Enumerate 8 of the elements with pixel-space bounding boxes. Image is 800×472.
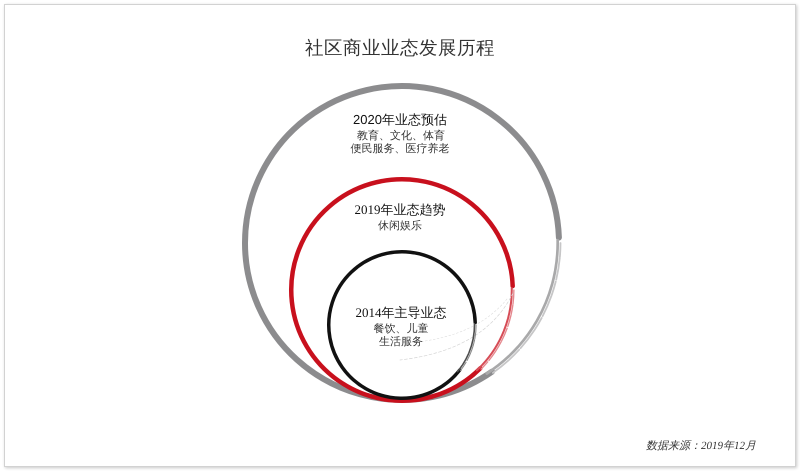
year-heading: 2020年业态预估 — [353, 112, 447, 128]
category-list: 教育、文化、体育便民服务、医疗养老 — [350, 130, 450, 156]
source-note: 数据来源：2019年12月 — [646, 438, 756, 452]
year-heading: 2014年主导业态 — [356, 305, 446, 321]
year-heading: 2019年业态趋势 — [354, 202, 446, 218]
category-list: 休闲娱乐 — [378, 220, 422, 233]
category-list: 餐饮、儿童生活服务 — [372, 323, 430, 349]
diagram-title: 社区商业业态发展历程 — [305, 36, 495, 58]
